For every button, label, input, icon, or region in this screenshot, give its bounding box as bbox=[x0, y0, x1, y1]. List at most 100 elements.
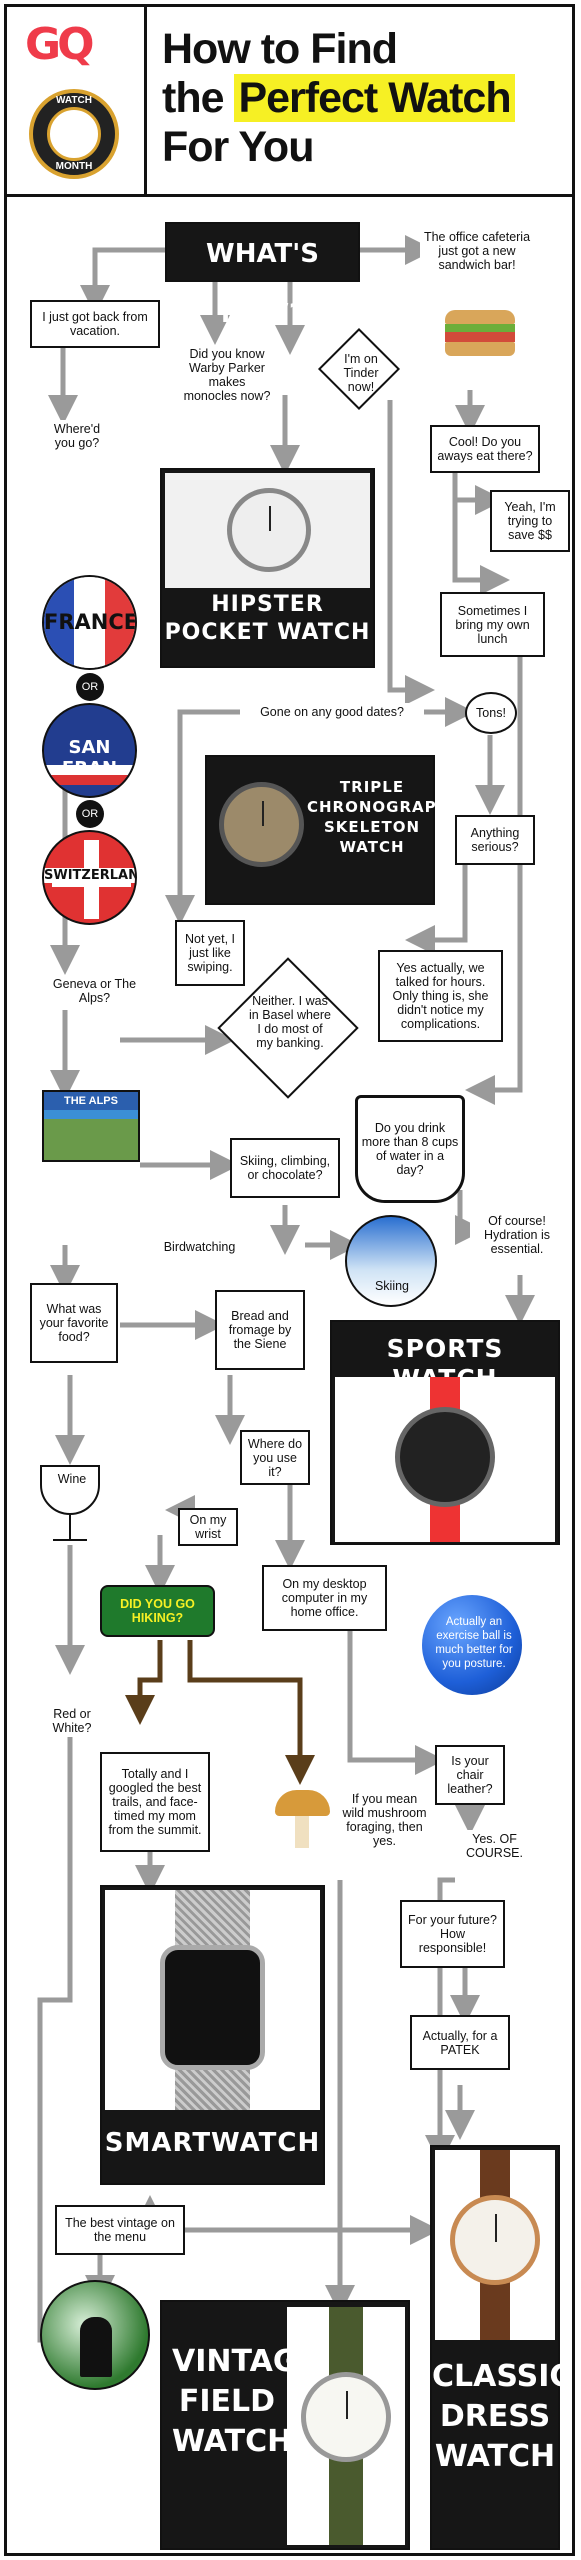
node-bread: Bread and fromage by the Siene bbox=[215, 1290, 305, 1370]
sports-watch-icon bbox=[395, 1407, 495, 1507]
title-line-2: the Perfect Watch bbox=[162, 74, 515, 123]
hipster-line-2: POCKET WATCH bbox=[164, 620, 371, 645]
arrow-to-water bbox=[465, 625, 523, 1105]
result-classic: CLASSIC DRESS WATCH bbox=[430, 2145, 572, 2550]
skeleton-line-2: CHRONOGRAPH bbox=[307, 798, 451, 816]
arrow-to-notyet bbox=[165, 709, 240, 925]
node-fav-food: What was your favorite food? bbox=[30, 1283, 118, 1363]
or-2: OR bbox=[76, 800, 104, 828]
node-serious: Anything serious? bbox=[455, 815, 535, 865]
smartwatch-icon bbox=[160, 1945, 265, 2070]
alps-label: THE ALPS bbox=[44, 1092, 138, 1110]
exercise-ball-text: Actually an exercise ball is much better… bbox=[435, 1616, 513, 1670]
node-tinder: I'm on Tinder now! bbox=[343, 352, 379, 394]
sandwich-icon bbox=[445, 305, 515, 365]
node-patek: Actually, for a PATEK bbox=[410, 2015, 510, 2070]
node-sometimes: Sometimes I bring my own lunch bbox=[440, 592, 545, 657]
clock-icon bbox=[47, 107, 101, 161]
node-hiking: DID YOU GO HIKING? bbox=[100, 1585, 215, 1637]
node-geneva: Geneva or The Alps? bbox=[50, 975, 139, 1007]
node-hydration: Of course! Hydration is essential. bbox=[470, 1212, 564, 1258]
title-line-1: How to Find bbox=[162, 25, 398, 73]
node-where-go: Where'd you go? bbox=[45, 420, 109, 452]
node-water: Do you drink more than 8 cups of water i… bbox=[355, 1095, 465, 1203]
arrow-to-hydration bbox=[455, 1190, 485, 1245]
skiing-label: Skiing bbox=[374, 1279, 410, 1293]
hipster-line-1: HIPSTER bbox=[211, 592, 324, 617]
skeleton-line-3: SKELETON bbox=[323, 818, 420, 836]
node-saving: Yeah, I'm trying to save $$ bbox=[490, 490, 570, 552]
classic-line-1: CLASSIC bbox=[432, 2359, 572, 2394]
node-chair: Is your chair leather? bbox=[435, 1745, 505, 1805]
arrow-to-sometimes bbox=[452, 455, 510, 595]
vintage-watch-icon bbox=[301, 2372, 391, 2462]
result-hipster: HIPSTER POCKET WATCH bbox=[160, 468, 375, 668]
vintage-line-2: FIELD bbox=[178, 2384, 276, 2419]
skeleton-line-4: WATCH bbox=[339, 838, 405, 856]
node-cafeteria: The office cafeteria just got a new sand… bbox=[420, 228, 534, 274]
switzerland-label: SWITZERLAND bbox=[44, 868, 135, 883]
sports-watch-photo bbox=[335, 1377, 555, 1542]
arrow-to-googled bbox=[125, 1640, 163, 1725]
brand-panel: GQ WATCH MONTH bbox=[7, 7, 147, 194]
arrow-to-mushroom bbox=[187, 1640, 315, 1785]
skeleton-label: TRIPLE CHRONOGRAPH SKELETON WATCH bbox=[307, 777, 451, 857]
title-highlight: Perfect Watch bbox=[234, 74, 515, 122]
node-googled: Totally and I googled the best trails, a… bbox=[100, 1752, 210, 1852]
node-mushroom: If you mean wild mushroom foraging, then… bbox=[340, 1790, 429, 1850]
alps-photo: THE ALPS bbox=[42, 1090, 140, 1162]
exercise-ball: Actually an exercise ball is much better… bbox=[422, 1595, 522, 1695]
pocket-watch-icon bbox=[227, 488, 311, 572]
node-vacation: I just got back from vacation. bbox=[30, 300, 160, 348]
node-neither: Neither. I was in Basel where I do most … bbox=[249, 994, 331, 1050]
node-red-white: Red or White? bbox=[40, 1705, 104, 1737]
watch-month-badge: WATCH MONTH bbox=[29, 89, 119, 179]
title-the: the bbox=[162, 74, 235, 122]
result-vintage: VINTAGE FIELD WATCH bbox=[160, 2300, 410, 2550]
arrow-to-dates bbox=[387, 400, 435, 705]
header: GQ WATCH MONTH How to Find the Perfect W… bbox=[7, 7, 574, 197]
node-on-wrist: On my wrist bbox=[178, 1508, 238, 1546]
start-node: WHAT'S NEW? bbox=[165, 222, 360, 329]
node-dates: Gone on any good dates? bbox=[240, 703, 424, 721]
arrow-to-talked bbox=[405, 860, 468, 955]
node-birdwatching: Birdwatching bbox=[150, 1238, 249, 1256]
vintage-watch-photo bbox=[287, 2307, 405, 2545]
result-smartwatch: SMARTWATCH bbox=[100, 1885, 325, 2185]
node-warby: Did you know Warby Parker makes monocles… bbox=[180, 345, 274, 405]
flag-switzerland: SWITZERLAND bbox=[42, 830, 137, 925]
smartwatch-photo bbox=[105, 1890, 320, 2110]
classic-line-3: WATCH bbox=[434, 2439, 556, 2474]
vintage-line-1: VINTAGE bbox=[172, 2344, 318, 2379]
flag-san-fran: SAN FRAN bbox=[42, 703, 137, 798]
node-where-use: Where do you use it? bbox=[240, 1430, 310, 1485]
mushroom-icon bbox=[270, 1790, 340, 1850]
arrow-to-vacation bbox=[80, 247, 165, 315]
skeleton-watch-icon bbox=[219, 782, 304, 867]
arrow-to-chair bbox=[347, 1620, 445, 1775]
badge-bottom-text: MONTH bbox=[55, 161, 93, 172]
result-sports: SPORTS WATCH bbox=[330, 1320, 560, 1545]
france-label: FRANCE bbox=[44, 610, 137, 634]
smartwatch-label: SMARTWATCH bbox=[104, 2128, 321, 2158]
classic-watch-icon bbox=[450, 2195, 540, 2285]
node-vintage-menu: The best vintage on the menu bbox=[55, 2205, 185, 2255]
node-future: For your future? How responsible! bbox=[400, 1900, 505, 1968]
vintage-line-3: WATCH bbox=[172, 2424, 293, 2459]
flag-france: FRANCE bbox=[42, 575, 137, 670]
node-tons: Tons! bbox=[465, 692, 517, 734]
san-fran-label: SAN FRAN bbox=[61, 737, 118, 779]
pocket-watch-photo bbox=[165, 473, 370, 588]
wine-glass-icon bbox=[35, 1465, 105, 1545]
node-talked: Yes actually, we talked for hours. Only … bbox=[378, 950, 503, 1042]
vintage-label: VINTAGE FIELD WATCH bbox=[172, 2342, 318, 2462]
skiing-photo: Skiing bbox=[345, 1215, 437, 1307]
gq-logo: GQ bbox=[25, 19, 95, 70]
node-skiing-q: Skiing, climbing, or chocolate? bbox=[230, 1138, 340, 1198]
node-yes-course: Yes. OF COURSE. bbox=[455, 1830, 534, 1862]
node-cool: Cool! Do you aways eat there? bbox=[430, 425, 540, 473]
classic-watch-photo bbox=[435, 2150, 555, 2340]
classic-line-2: DRESS bbox=[439, 2399, 551, 2434]
result-skeleton: TRIPLE CHRONOGRAPH SKELETON WATCH bbox=[205, 755, 451, 905]
title-line-3: For You bbox=[162, 123, 314, 171]
